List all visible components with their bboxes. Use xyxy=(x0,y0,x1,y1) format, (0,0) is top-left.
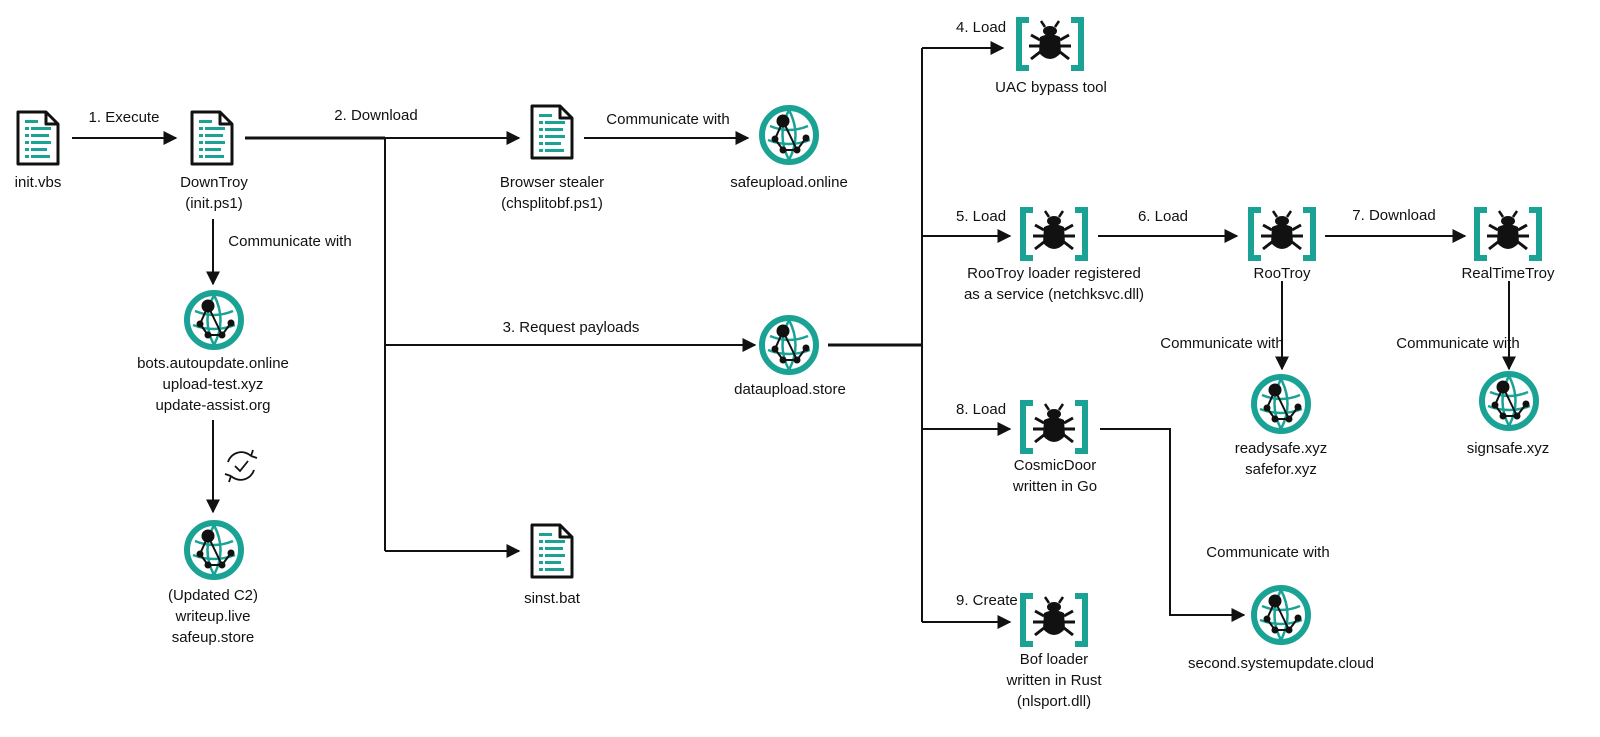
node-bof-loader-label: written in Rust xyxy=(1005,672,1102,689)
malware-bug-icon xyxy=(1019,20,1081,68)
node-c2-updated-label: (Updated C2) xyxy=(168,587,258,604)
edge-labels: 1. Execute 2. Download Communicate with … xyxy=(89,19,1520,609)
edge-label-download-7: 7. Download xyxy=(1352,207,1435,224)
node-icons xyxy=(16,20,1539,644)
node-rootroy-label: RooTroy xyxy=(1254,265,1311,282)
network-globe-icon xyxy=(1254,377,1308,431)
node-rootroy-loader-label: as a service (netchksvc.dll) xyxy=(964,286,1144,303)
node-cosmicdoor-label: written in Go xyxy=(1012,478,1097,495)
node-c2-updated-label: writeup.live xyxy=(174,608,250,625)
network-globe-icon xyxy=(762,108,816,162)
node-downtroy-label: (init.ps1) xyxy=(185,195,243,212)
node-signsafe-label: signsafe.xyz xyxy=(1467,440,1550,457)
node-downtroy-label: DownTroy xyxy=(180,174,248,191)
edge-label-communicate-realtimetroy: Communicate with xyxy=(1396,335,1519,352)
node-browser-stealer-label: Browser stealer xyxy=(500,174,604,191)
node-c2-primary-label: update-assist.org xyxy=(155,397,270,414)
edge-cosmicdoor-communicate-arrow xyxy=(1100,428,1246,622)
network-globe-icon xyxy=(762,318,816,372)
node-c2-updated-label: safeup.store xyxy=(172,629,255,646)
edge-label-communicate-rootroy: Communicate with xyxy=(1160,335,1283,352)
malware-bug-icon xyxy=(1251,210,1313,258)
node-systemupdate-label: second.systemupdate.cloud xyxy=(1188,655,1374,672)
edge-label-load-6: 6. Load xyxy=(1138,208,1188,225)
node-readysafe-label: safefor.xyz xyxy=(1245,461,1317,478)
document-icon xyxy=(530,104,574,160)
edge-label-communicate-downtroy: Communicate with xyxy=(228,233,351,250)
network-globe-icon xyxy=(187,523,241,577)
node-sinst-bat-label: sinst.bat xyxy=(524,590,581,607)
edge-label-execute: 1. Execute xyxy=(89,109,160,126)
document-icon xyxy=(530,523,574,579)
node-bof-loader-label: (nlsport.dll) xyxy=(1017,693,1091,710)
node-init-vbs-label: init.vbs xyxy=(15,174,62,191)
edge-label-request-payloads: 3. Request payloads xyxy=(503,319,640,336)
sync-check-icon xyxy=(224,449,258,483)
node-c2-primary-label: upload-test.xyz xyxy=(163,376,264,393)
malware-bug-icon xyxy=(1023,210,1085,258)
malware-bug-icon xyxy=(1023,403,1085,451)
node-safeupload-label: safeupload.online xyxy=(730,174,848,191)
node-readysafe-label: readysafe.xyz xyxy=(1235,440,1328,457)
edge-label-communicate-cosmicdoor: Communicate with xyxy=(1206,544,1329,561)
edge-label-download: 2. Download xyxy=(334,107,417,124)
malware-bug-icon xyxy=(1477,210,1539,258)
edge-label-create-9: 9. Create xyxy=(956,592,1018,609)
node-browser-stealer-label: (chsplitobf.ps1) xyxy=(501,195,603,212)
node-c2-primary-label: bots.autoupdate.online xyxy=(137,355,289,372)
document-icon xyxy=(16,110,60,166)
edge-label-load-8: 8. Load xyxy=(956,401,1006,418)
node-rootroy-loader-label: RooTroy loader registered xyxy=(967,265,1141,282)
malware-bug-icon xyxy=(1023,596,1085,644)
edge-label-communicate-stealer: Communicate with xyxy=(606,111,729,128)
network-globe-icon xyxy=(1254,588,1308,642)
edge-label-load-4: 4. Load xyxy=(956,19,1006,36)
node-uac-bypass-label: UAC bypass tool xyxy=(995,79,1107,96)
node-labels: init.vbs DownTroy (init.ps1) bots.autoup… xyxy=(15,79,1555,710)
node-dataupload-label: dataupload.store xyxy=(734,381,846,398)
edges xyxy=(72,41,1516,629)
node-realtimetroy-label: RealTimeTroy xyxy=(1461,265,1555,282)
edge-label-load-5: 5. Load xyxy=(956,208,1006,225)
document-icon xyxy=(190,110,234,166)
network-globe-icon xyxy=(187,293,241,347)
node-cosmicdoor-label: CosmicDoor xyxy=(1014,457,1097,474)
node-bof-loader-label: Bof loader xyxy=(1020,651,1088,668)
network-globe-icon xyxy=(1482,374,1536,428)
